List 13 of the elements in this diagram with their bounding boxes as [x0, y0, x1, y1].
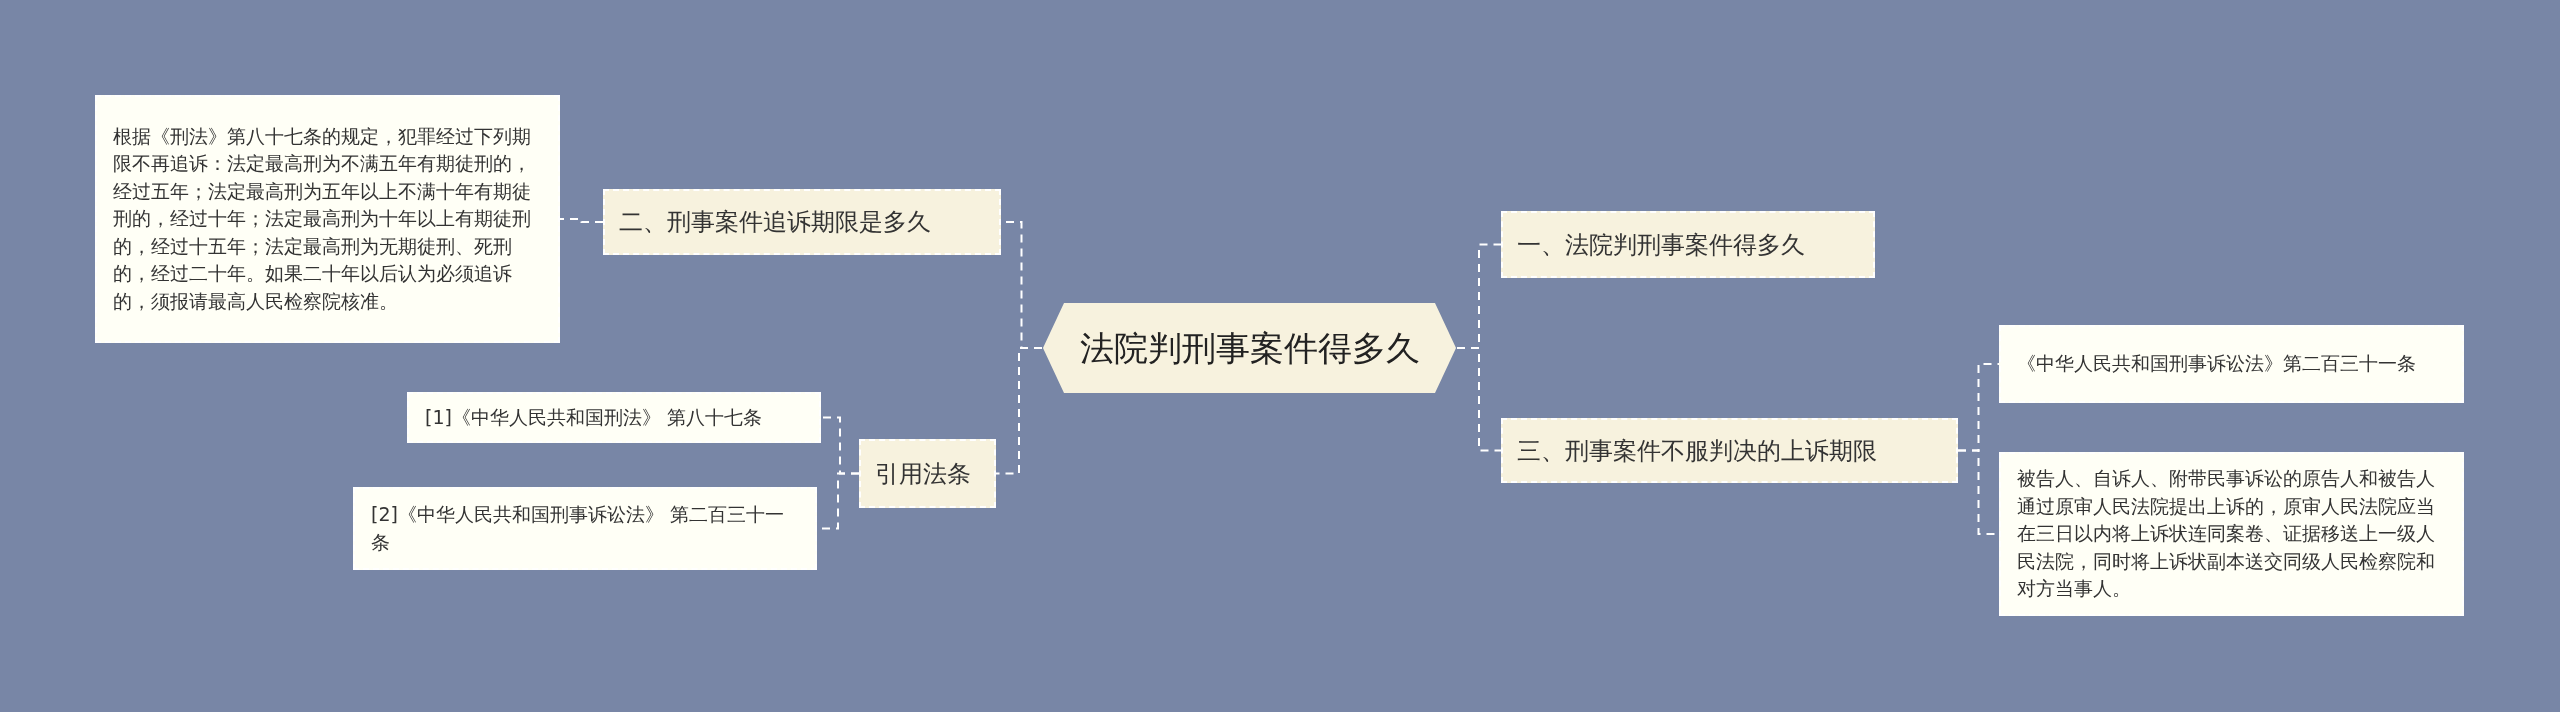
topic-box: 三、刑事案件不服判决的上诉期限: [1501, 418, 1958, 483]
connector-line: [995, 347, 1043, 475]
note-box: 被告人、自诉人、附带民事诉讼的原告人和被告人通过原审人民法院提出上诉的，原审人民法院应当在三日以内将上诉状连同案卷、证据移送上一级人民法院，同时将上诉状副本送交同级人民检察院和对方当事人。: [1999, 452, 2464, 616]
central-topic-text: 法院判刑事案件得多久: [1079, 326, 1420, 370]
topic-box: 引用法条: [859, 439, 996, 508]
topic-box: 二、刑事案件追诉期限是多久: [603, 189, 1001, 255]
note-box: 《中华人民共和国刑事诉讼法》第二百三十一条: [1999, 325, 2464, 403]
note-box: 根据《刑法》第八十七条的规定，犯罪经过下列期限不再追诉：法定最高刑为不满五年有期徒刑的，经过五年；法定最高刑为五年以上不满十年有期徒刑的，经过十年；法定最高刑为十年以上有期徒刑的，经过十五年；法定最高刑为无期徒刑、死刑的，经过二十年。如果二十年以后认为必须追诉的，须报请最高人民检察院核准。: [95, 95, 560, 343]
connector-line: [1456, 347, 1502, 452]
note-box: [2]《中华人民共和国刑事诉讼法》 第二百三十一条: [353, 487, 817, 570]
note-box: [1]《中华人民共和国刑法》 第八十七条: [407, 392, 821, 443]
topic-box: 一、法院判刑事案件得多久: [1501, 211, 1875, 278]
connector-line: [559, 218, 604, 223]
